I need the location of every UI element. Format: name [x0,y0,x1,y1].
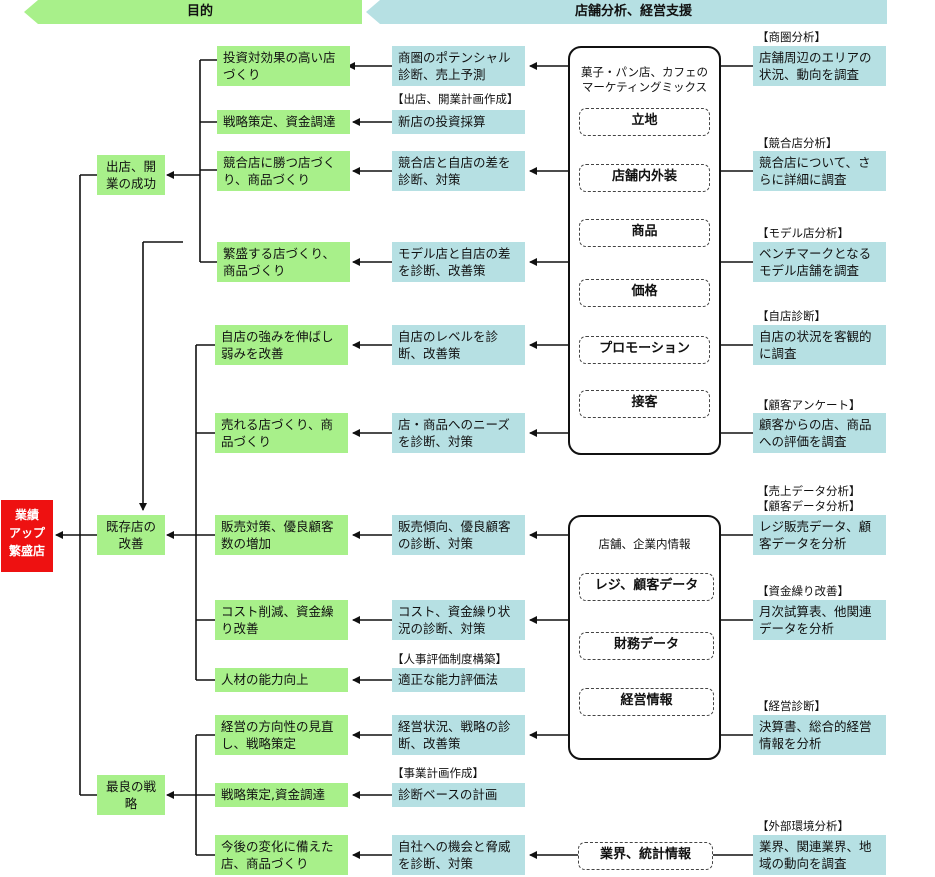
diagnosis-needs: 店・商品へのニーズを診断、対策 [392,413,525,453]
diagnosis-new-store-investment: 新店の投資採算 [392,110,525,134]
result-line-2: アップ [8,526,45,540]
marketing-mix-title-line1: 菓子・パン店、カフェの [580,65,709,79]
diagnosis-management-strategy: 経営状況、戦略の診断、改善策 [392,715,525,755]
objective-sales-measures: 販売対策、優良顧客数の増加 [215,515,348,555]
mix-item-promotion: プロモーション [579,336,710,364]
analysis-sales-customer-data: レジ販売データ、顧客データを分析 [753,515,886,555]
analysis-tag-management: 【経営診断】 [757,699,826,713]
mix-item-service: 接客 [579,390,710,418]
diagnosis-trade-area: 商圏のポテンシャル診断、売上予測 [392,46,525,86]
support-header-arrow [366,0,887,24]
diagnosis-model-store-gap: モデル店と自店の差を診断、改善策 [392,242,525,282]
analysis-tag-trade-area: 【商圏分析】 [757,30,826,44]
diagnosis-competitor-gap: 競合店と自店の差を診断、対策 [392,151,525,191]
analysis-customer-survey: 顧客からの店、商品への評価を調査 [753,413,886,453]
tag-opening-plan: 【出店、開業計画作成】 [392,92,519,106]
info-item-financial-data: 財務データ [579,632,714,660]
analysis-cashflow: 月次試算表、他関連データを分析 [753,600,886,640]
objective-future-changes: 今後の変化に備えた店、商品づくり [215,835,348,875]
goal-existing-store-improvement: 既存店の改善 [97,515,165,555]
result-line-1: 業績 [14,508,39,522]
tag-business-plan: 【事業計画作成】 [392,766,484,780]
analysis-tag-competitor: 【競合店分析】 [757,136,838,150]
info-item-register-customer-data: レジ、顧客データ [579,573,714,601]
objective-selling-store: 売れる店づくり、商品づくり [215,413,348,453]
diagnosis-store-level: 自店のレベルを診断、改善策 [392,325,525,365]
objective-prosperous-store: 繁盛する店づくり、商品づくり [217,242,350,282]
result-line-3: 繁盛店 [8,544,45,558]
analysis-tag-self-diagnosis: 【自店診断】 [757,309,826,323]
objective-hr-development: 人材の能力向上 [215,668,348,692]
info-item-management-info: 経営情報 [579,688,714,716]
goal-best-strategy: 最良の戦略 [97,775,165,815]
diagnosis-sales-trend: 販売傾向、優良顧客の診断、対策 [392,515,525,555]
mix-item-price: 価格 [579,279,710,307]
goal-opening-success: 出店、開業の成功 [97,155,165,195]
mix-item-product: 商品 [579,219,710,247]
analysis-trade-area: 店舗周辺のエリアの状況、動向を調査 [753,46,886,86]
analysis-tag-customer-data: 【顧客データ分析】 [757,499,861,513]
industry-statistics-box: 業界、統計情報 [578,842,713,870]
analysis-tag-model-store: 【モデル店分析】 [757,226,849,240]
mix-item-interior: 店舗内外装 [579,164,710,192]
diagnosis-opportunity-threat: 自社への機会と脅威を診断、対策 [392,835,525,875]
objective-roi-store: 投資対効果の高い店づくり [217,46,350,86]
marketing-mix-title: 菓子・パン店、カフェの マーケティングミックス [570,65,719,95]
objective-beat-competitors: 競合店に勝つ店づくり、商品づくり [217,151,350,191]
marketing-mix-title-line2: マーケティングミックス [581,80,708,94]
analysis-self-diagnosis: 自店の状況を客観的に調査 [753,325,886,365]
objective-strategy-funding-2: 戦略策定,資金調達 [215,783,348,807]
analysis-tag-customer-survey: 【顧客アンケート】 [757,398,861,412]
objective-cost-reduction: コスト削減、資金繰り改善 [215,600,348,640]
analysis-management: 決算書、総合的経営情報を分析 [753,715,886,755]
analysis-tag-external-environment: 【外部環境分析】 [757,819,849,833]
tag-hr-evaluation: 【人事評価制度構築】 [392,652,507,666]
mix-item-location: 立地 [579,108,710,136]
analysis-competitor: 競合店について、さらに詳細に調査 [753,151,886,191]
analysis-tag-sales-data: 【売上データ分析】 [757,484,861,498]
objective-direction-review: 経営の方向性の見直し、戦略策定 [215,715,348,755]
result-box: 業績 アップ 繁盛店 [1,500,53,572]
diagnosis-evaluation-method: 適正な能力評価法 [392,668,525,692]
internal-info-title: 店舗、企業内情報 [598,537,691,551]
analysis-model-store: ベンチマークとなるモデル店舗を調査 [753,242,886,282]
support-header-label: 店舗分析、経営支援 [574,4,692,19]
purpose-header-label: 目的 [186,4,213,19]
analysis-external-environment: 業界、関連業界、地域の動向を調査 [753,835,886,875]
objective-strategy-funding: 戦略策定、資金調達 [217,110,350,134]
purpose-header-arrow [24,0,362,24]
diagnosis-cost-cashflow: コスト、資金繰り状況の診断、対策 [392,600,525,640]
objective-strengths-weaknesses: 自店の強みを伸ばし弱みを改善 [215,325,348,365]
diagnosis-based-plan: 診断ベースの計画 [392,783,525,807]
analysis-tag-cashflow: 【資金繰り改善】 [757,584,849,598]
